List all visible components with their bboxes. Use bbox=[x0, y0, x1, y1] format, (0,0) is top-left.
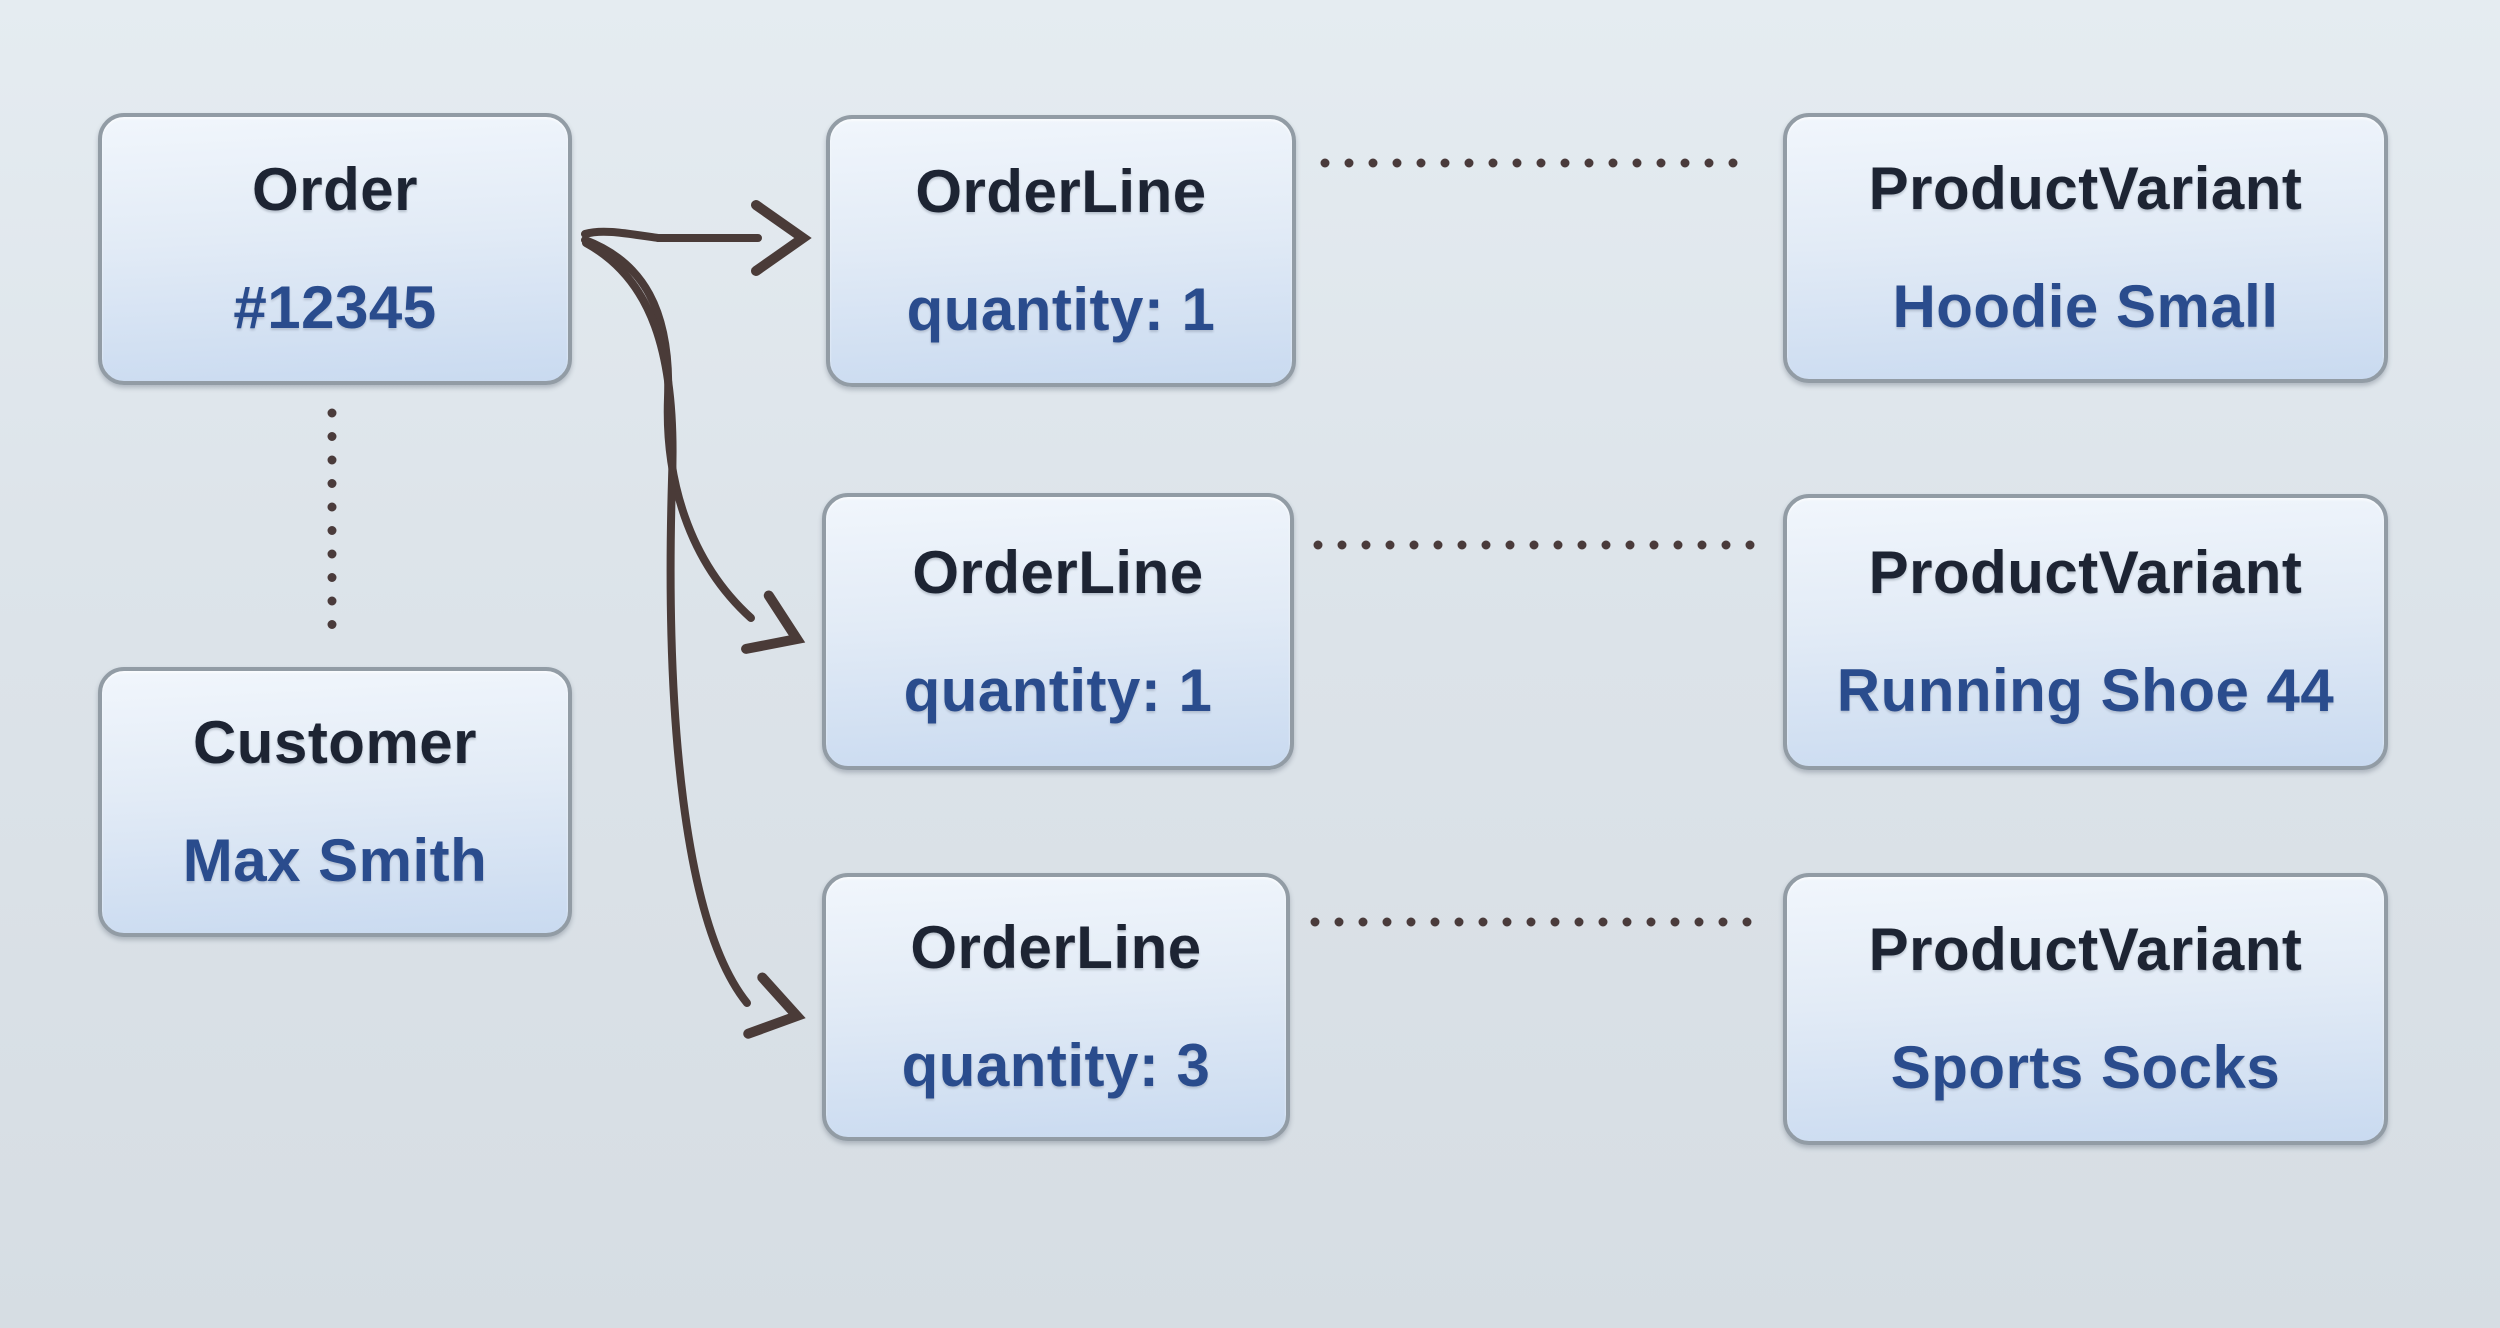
productvariant-title: ProductVariant bbox=[1868, 155, 2303, 222]
productvariant-title: ProductVariant bbox=[1868, 916, 2303, 983]
orderline-node-3: OrderLine quantity: 3 bbox=[822, 873, 1290, 1141]
order-to-orderline2-arrow bbox=[581, 236, 806, 654]
orderline-quantity: quantity: 3 bbox=[901, 1032, 1211, 1099]
orderline-node-2: OrderLine quantity: 1 bbox=[822, 493, 1294, 770]
orderline-title: OrderLine bbox=[915, 158, 1207, 225]
customer-node: Customer Max Smith bbox=[98, 667, 572, 937]
order-number: #12345 bbox=[233, 274, 437, 341]
order-to-orderline1-arrow bbox=[581, 200, 812, 276]
order-to-orderline3-arrow bbox=[582, 239, 806, 1039]
order-node: Order #12345 bbox=[98, 113, 572, 385]
customer-title: Customer bbox=[192, 709, 478, 776]
order-title: Order bbox=[252, 156, 418, 223]
customer-name: Max Smith bbox=[182, 827, 488, 894]
productvariant-name: Sports Socks bbox=[1890, 1034, 2281, 1101]
productvariant-name: Running Shoe 44 bbox=[1836, 657, 2335, 724]
productvariant-node-1: ProductVariant Hoodie Small bbox=[1783, 113, 2388, 383]
orderline-quantity: quantity: 1 bbox=[903, 656, 1213, 724]
orderline-node-1: OrderLine quantity: 1 bbox=[826, 115, 1296, 387]
productvariant-name: Hoodie Small bbox=[1892, 273, 2279, 340]
orderline-title: OrderLine bbox=[910, 914, 1202, 981]
orderline-quantity: quantity: 1 bbox=[906, 276, 1216, 343]
orderline-title: OrderLine bbox=[912, 538, 1204, 606]
productvariant-node-2: ProductVariant Running Shoe 44 bbox=[1783, 494, 2388, 770]
productvariant-node-3: ProductVariant Sports Socks bbox=[1783, 873, 2388, 1145]
productvariant-title: ProductVariant bbox=[1868, 539, 2303, 606]
